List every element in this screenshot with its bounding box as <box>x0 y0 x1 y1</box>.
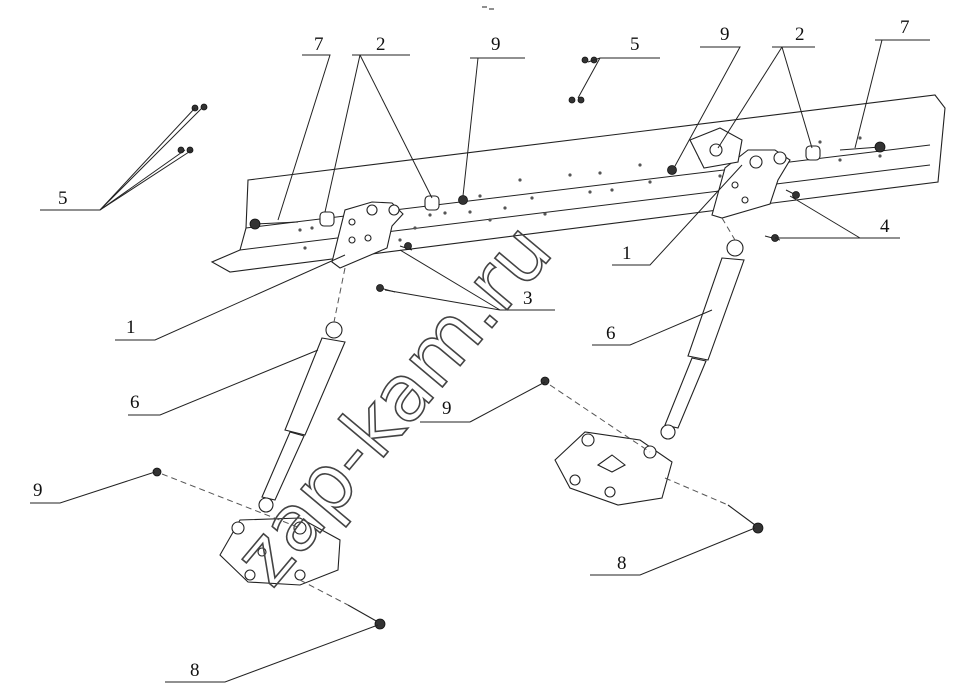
callout-8-left: 8 <box>190 660 200 681</box>
callout-5-left: 5 <box>58 188 68 209</box>
callout-9-left: 9 <box>33 480 43 501</box>
callout-3: 3 <box>523 288 533 309</box>
callout-6-left: 6 <box>130 392 140 413</box>
long-bolts <box>249 141 886 230</box>
right-bracket <box>689 127 791 219</box>
callout-1-left: 1 <box>126 317 136 338</box>
left-bracket <box>331 201 404 269</box>
lower-bolts <box>347 504 764 630</box>
callout-6-right: 6 <box>606 323 616 344</box>
right-axle-bracket <box>554 431 673 506</box>
callout-5-top: 5 <box>630 34 640 55</box>
callout-labels: 7 2 9 5 9 2 7 5 4 1 3 1 6 6 9 9 8 8 <box>33 17 910 681</box>
callout-1-right: 1 <box>622 243 632 264</box>
callout-9-top-right: 9 <box>720 24 730 45</box>
nuts <box>152 165 677 477</box>
left-axle-bracket <box>219 517 341 586</box>
callout-7-right: 7 <box>900 17 910 38</box>
top-mark <box>482 6 494 10</box>
callout-2-left: 2 <box>376 34 386 55</box>
leader-lines <box>30 39 930 683</box>
bushings <box>319 145 821 227</box>
callout-9-top-left: 9 <box>491 34 501 55</box>
callout-2-right: 2 <box>795 24 805 45</box>
callout-9-middle: 9 <box>442 398 452 419</box>
right-shock-absorber <box>660 239 745 440</box>
frame-rail <box>210 94 946 273</box>
assembly-lines <box>161 217 736 606</box>
left-shock-absorber <box>258 321 346 513</box>
callout-8-right: 8 <box>617 553 627 574</box>
callout-4: 4 <box>880 216 890 237</box>
rail-holes <box>298 136 882 250</box>
callout-7-left: 7 <box>314 34 324 55</box>
